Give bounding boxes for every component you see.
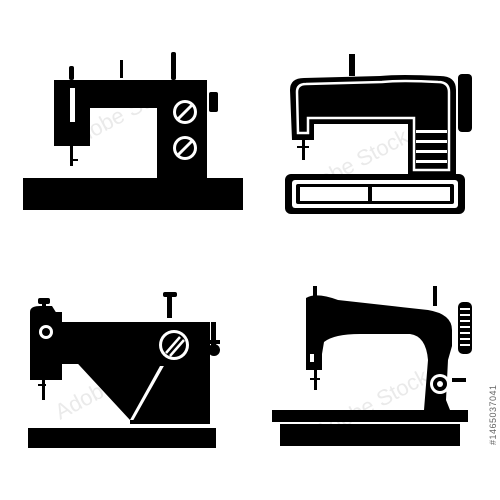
stock-id-text: #1465037041	[488, 384, 498, 446]
modern-sewing-machine-icon	[23, 52, 243, 210]
vintage-sewing-machine-icon	[28, 292, 220, 448]
classic-sewing-machine-icon	[272, 286, 472, 446]
outlined-sewing-machine-icon	[285, 54, 472, 214]
